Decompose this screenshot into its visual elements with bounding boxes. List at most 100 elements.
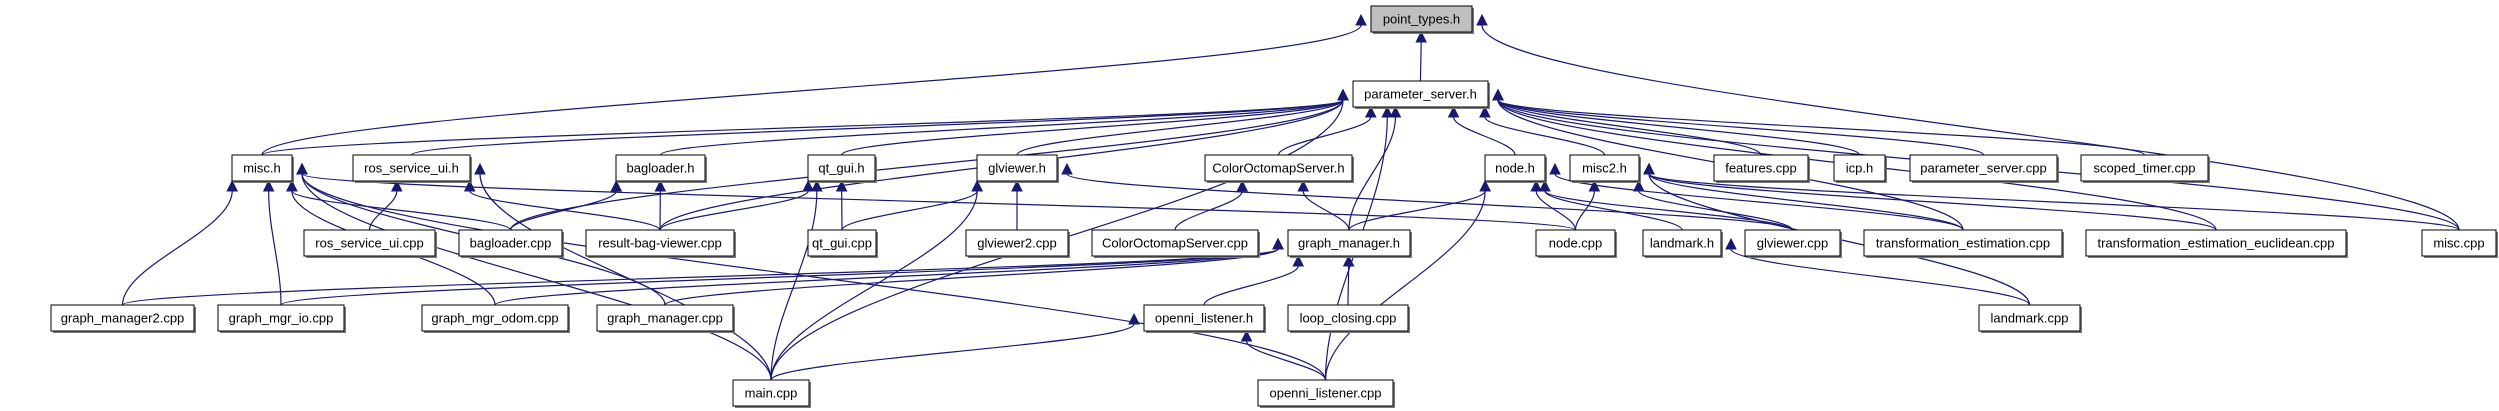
node-box[interactable] (1287, 229, 1411, 257)
node-box[interactable] (1909, 154, 2058, 182)
node-box[interactable] (1978, 304, 2081, 332)
node-graph-manager-h[interactable]: graph_manager.h (1287, 229, 1412, 258)
node-box[interactable] (1370, 5, 1473, 33)
node-box[interactable] (1713, 154, 1809, 182)
node-box[interactable] (2085, 229, 2347, 257)
node-box[interactable] (50, 304, 195, 332)
node-openni-listener-cpp[interactable]: openni_listener.cpp (1257, 379, 1395, 408)
edge-landmark_h-to-node_h (1544, 190, 1683, 231)
node-transformation-estimation-cpp[interactable]: transformation_estimation.cpp (1863, 229, 2064, 258)
arrowhead-icon (1337, 88, 1349, 101)
node-label: point_types.h (1383, 12, 1460, 27)
node-landmark-h[interactable]: landmark.h (1642, 229, 1723, 258)
arrowhead-icon (1389, 105, 1402, 118)
node-box[interactable] (807, 154, 876, 182)
node-ColorOctomapServer-cpp[interactable]: ColorOctomapServer.cpp (1091, 229, 1260, 258)
node-ColorOctomapServer-h[interactable]: ColorOctomapServer.h (1204, 154, 1354, 183)
node-bagloader-h[interactable]: bagloader.h (615, 154, 707, 183)
node-misc-h[interactable]: misc.h (231, 154, 294, 183)
node-qt-gui-cpp[interactable]: qt_gui.cpp (807, 229, 878, 258)
edge-graph_manager_h-to-ColorOctomapServer_h (1302, 190, 1350, 231)
node-main-cpp[interactable]: main.cpp (732, 379, 811, 408)
edge-graph_manager_h-to-parameter_server_h (1348, 116, 1397, 231)
arrowhead-icon (296, 162, 308, 175)
edge-bagloader_cpp-to-misc_h (291, 190, 512, 231)
node-label: glviewer.h (988, 161, 1046, 176)
node-box[interactable] (1569, 154, 1640, 182)
edge-node_cpp-to-misc_h (301, 173, 1577, 231)
node-box[interactable] (458, 229, 563, 257)
node-parameter-server-cpp[interactable]: parameter_server.cpp (1909, 154, 2059, 183)
node-result-bag-viewer-cpp[interactable]: result-bag-viewer.cpp (585, 229, 736, 258)
node-scoped-timer-cpp[interactable]: scoped_timer.cpp (2080, 154, 2210, 183)
node-graph-mgr-io-cpp[interactable]: graph_mgr_io.cpp (217, 304, 346, 333)
edge-graph_manager_h-to-node_h (1348, 190, 1486, 231)
node-features-cpp[interactable]: features.cpp (1713, 154, 1810, 183)
node-box[interactable] (596, 304, 734, 332)
edge-openni_listener_cpp-to-node_h (1324, 190, 1486, 381)
node-box[interactable] (1204, 154, 1353, 182)
node-box[interactable] (2080, 154, 2209, 182)
node-label: graph_manager.cpp (607, 311, 723, 326)
node-graph-manager-cpp[interactable]: graph_manager.cpp (596, 304, 735, 333)
node-icp-h[interactable]: icp.h (1833, 154, 1887, 183)
node-parameter-server-h[interactable]: parameter_server.h (1352, 80, 1490, 109)
edge-openni_listener_h-to-graph_manager_h (1203, 265, 1299, 306)
node-label: bagloader.cpp (470, 236, 552, 251)
node-box[interactable] (1535, 229, 1616, 257)
arrowhead-icon (286, 179, 298, 192)
node-ros-service-ui-cpp[interactable]: ros_service_ui.cpp (303, 229, 437, 258)
node-glviewer2-cpp[interactable]: glviewer2.cpp (965, 229, 1070, 258)
node-label: misc2.h (1582, 161, 1627, 176)
node-box[interactable] (352, 154, 471, 182)
node-box[interactable] (2421, 229, 2497, 257)
node-label: ColorOctomapServer.cpp (1102, 236, 1248, 251)
node-qt-gui-h[interactable]: qt_gui.h (807, 154, 877, 183)
node-box[interactable] (965, 229, 1069, 257)
node-glviewer-cpp[interactable]: glviewer.cpp (1744, 229, 1842, 258)
node-graph-mgr-odom-cpp[interactable]: graph_mgr_odom.cpp (421, 304, 570, 333)
node-box[interactable] (1863, 229, 2063, 257)
arrowhead-icon (1128, 312, 1140, 325)
edge-qt_gui_cpp-to-glviewer_h (841, 190, 978, 231)
node-point-types-h[interactable]: point_types.h (1370, 5, 1474, 34)
edge-misc_cpp-to-point_types_h (1481, 24, 2460, 231)
node-misc-cpp[interactable]: misc.cpp (2421, 229, 2498, 258)
node-box[interactable] (732, 379, 810, 407)
node-box[interactable] (1833, 154, 1886, 182)
node-node-h[interactable]: node.h (1484, 154, 1547, 183)
node-box[interactable] (421, 304, 569, 332)
node-box[interactable] (303, 229, 436, 257)
node-box[interactable] (1744, 229, 1841, 257)
node-glviewer-h[interactable]: glviewer.h (976, 154, 1059, 183)
node-ros-service-ui-h[interactable]: ros_service_ui.h (352, 154, 472, 183)
node-box[interactable] (1484, 154, 1546, 182)
nodes-layer: point_types.h parameter_server.h misc.h ros… (50, 5, 2498, 408)
node-node-cpp[interactable]: node.cpp (1535, 229, 1617, 258)
edge-main_cpp-to-glviewer_h (770, 190, 978, 381)
arrowhead-icon (1539, 179, 1551, 192)
node-box[interactable] (976, 154, 1058, 182)
node-box[interactable] (217, 304, 345, 332)
node-box[interactable] (1091, 229, 1259, 257)
node-graph-manager2-cpp[interactable]: graph_manager2.cpp (50, 304, 196, 333)
node-box[interactable] (1352, 80, 1489, 108)
node-box[interactable] (1642, 229, 1722, 257)
node-box[interactable] (1287, 304, 1409, 332)
node-bagloader-cpp[interactable]: bagloader.cpp (458, 229, 564, 258)
node-box[interactable] (807, 229, 877, 257)
node-box[interactable] (615, 154, 706, 182)
node-box[interactable] (1143, 304, 1265, 332)
arrowhead-icon (1633, 179, 1645, 192)
edge-glviewer_h-to-parameter_server_h (1016, 99, 1344, 156)
node-box[interactable] (231, 154, 293, 182)
node-box[interactable] (585, 229, 735, 257)
node-landmark-cpp[interactable]: landmark.cpp (1978, 304, 2082, 333)
node-misc2-h[interactable]: misc2.h (1569, 154, 1641, 183)
node-box[interactable] (1257, 379, 1394, 407)
node-openni-listener-h[interactable]: openni_listener.h (1143, 304, 1266, 333)
edge-bagloader_h-to-parameter_server_h (659, 99, 1344, 156)
node-transformation-estimation-euclidean-cpp[interactable]: transformation_estimation_euclidean.cpp (2085, 229, 2348, 258)
edge-transformation_estimation_cpp-to-misc2_h (1648, 173, 1964, 231)
node-loop-closing-cpp[interactable]: loop_closing.cpp (1287, 304, 1410, 333)
